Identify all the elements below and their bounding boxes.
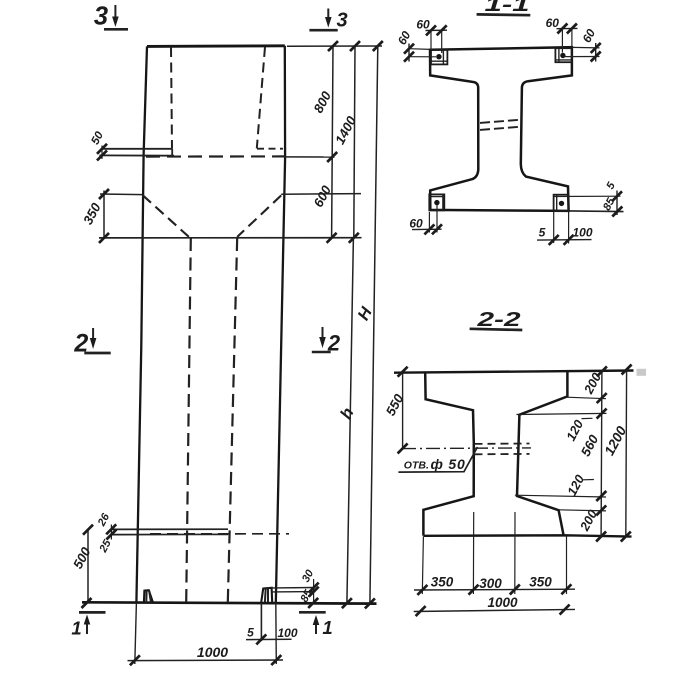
svg-text:60: 60 [395,29,414,48]
svg-text:350: 350 [431,575,454,590]
svg-text:1: 1 [71,618,81,639]
svg-text:100: 100 [572,226,592,240]
svg-text:1000: 1000 [487,595,518,610]
svg-text:3: 3 [94,3,108,31]
svg-text:1: 1 [322,617,332,638]
svg-text:50: 50 [89,129,106,146]
svg-text:2: 2 [73,329,88,357]
svg-text:2-2: 2-2 [476,309,520,331]
svg-text:1000: 1000 [197,644,228,660]
svg-text:60: 60 [580,26,599,45]
svg-text:350: 350 [529,575,552,590]
svg-text:60: 60 [546,16,560,30]
svg-text:60: 60 [409,217,423,231]
svg-text:25: 25 [97,537,114,555]
svg-text:100: 100 [277,626,297,640]
svg-text:1-1: 1-1 [485,0,530,16]
svg-text:26: 26 [95,511,112,529]
svg-text:5: 5 [539,226,546,240]
svg-text:ф 50: ф 50 [431,456,466,472]
svg-text:300: 300 [479,576,502,591]
svg-text:5: 5 [247,625,254,639]
svg-text:5: 5 [604,180,618,192]
svg-text:ОТВ.: ОТВ. [404,460,429,472]
svg-text:3: 3 [336,9,347,31]
svg-text:60: 60 [416,17,430,31]
svg-text:2: 2 [327,331,341,356]
